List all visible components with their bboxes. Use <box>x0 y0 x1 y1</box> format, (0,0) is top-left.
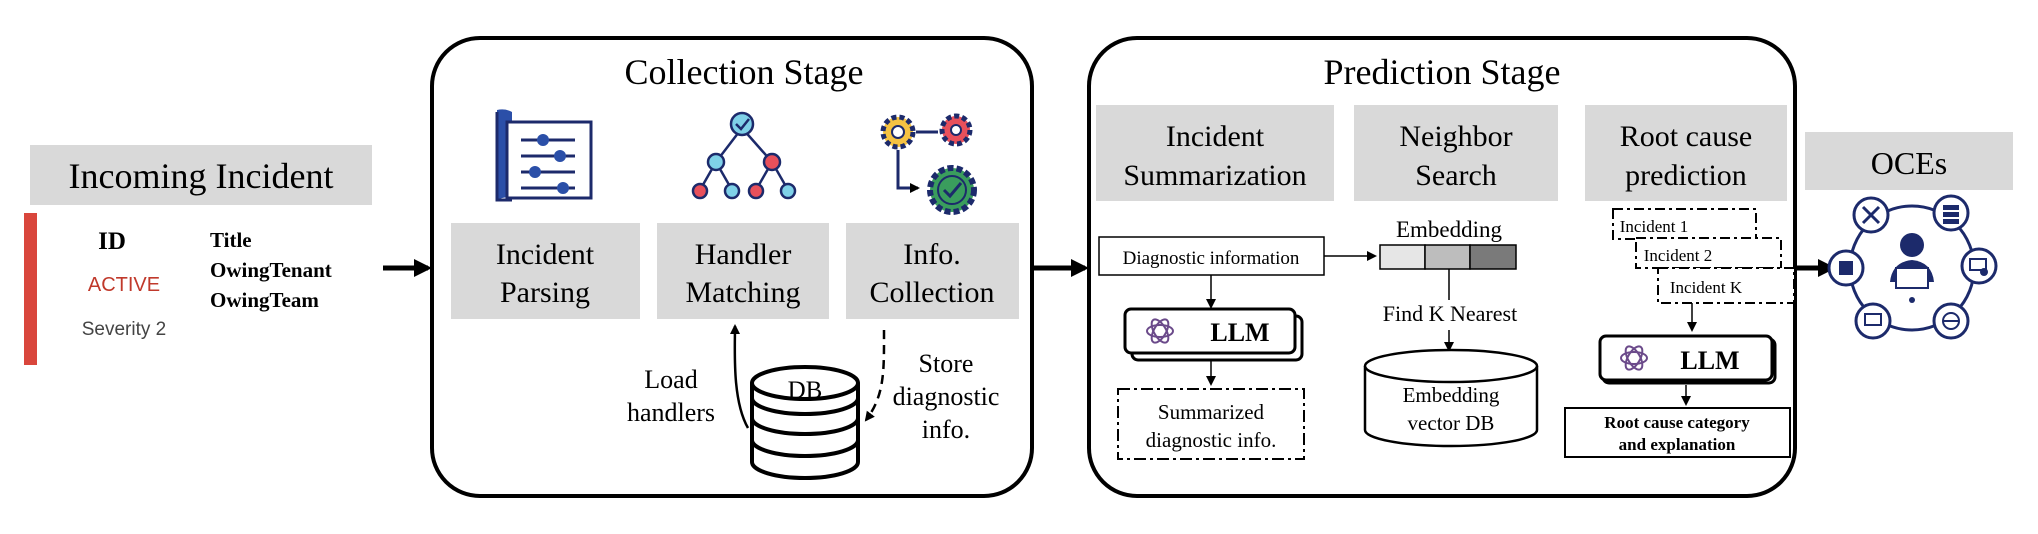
collection-stage-panel: Collection Stage <box>430 36 1034 498</box>
vector-db-line1: Embedding <box>1403 383 1500 407</box>
step-info-collection <box>846 223 1019 319</box>
find-k-nearest-label: Find K Nearest <box>1383 301 1517 326</box>
diagnostic-information-box <box>1098 236 1325 276</box>
step-incident-parsing-line2: Parsing <box>500 276 590 309</box>
load-handlers-arrow <box>729 324 750 429</box>
step-info-collection-line2: Collection <box>870 276 995 309</box>
oces-title: OCEs <box>1871 145 1947 181</box>
column-root-cause-prediction <box>1585 105 1787 201</box>
oces-header <box>1805 132 2013 190</box>
incident-card-k <box>1657 267 1795 304</box>
llm-box-summarization: LLM <box>1123 307 1304 362</box>
column-neighbor-search <box>1354 105 1558 201</box>
incoming-incident-header <box>30 145 372 205</box>
column-incident-summarization-line1: Incident <box>1166 120 1265 153</box>
step-info-collection-line1: Info. <box>903 238 960 271</box>
find-label-bg <box>1380 300 1520 330</box>
llm-label-root-cause: LLM <box>1680 346 1739 375</box>
collection-stage-title: Collection Stage <box>625 52 864 92</box>
incoming-incident-title: Incoming Incident <box>69 156 334 196</box>
step-incident-parsing-line1: Incident <box>496 238 595 271</box>
severity-label: Severity 2 <box>82 319 166 340</box>
incident-id-label: ID <box>98 228 126 255</box>
tree-network-icon <box>691 111 797 200</box>
column-root-cause-prediction-line2: prediction <box>1625 159 1747 192</box>
field-title: Title <box>210 228 252 252</box>
root-cause-line2: and explanation <box>1619 435 1736 454</box>
collection-stage-frame <box>430 36 1034 498</box>
summarized-line2: diagnostic info. <box>1146 428 1277 452</box>
incident-card-1 <box>1612 208 1757 240</box>
incident-card-1-label: Incident 1 <box>1620 217 1688 236</box>
incident-card-2 <box>1635 237 1782 269</box>
database-icon <box>750 365 860 480</box>
prediction-stage-frame <box>1087 36 1797 498</box>
openai-logo-icon <box>1146 318 1174 344</box>
load-label-line1: Load <box>644 365 697 394</box>
load-label-line2: handlers <box>627 398 715 427</box>
prediction-stage-panel: Prediction Stage Incident Summarization … <box>1087 36 1797 498</box>
step-handler-matching-line1: Handler <box>695 238 792 271</box>
embedding-vector <box>1379 244 1517 270</box>
step-incident-parsing <box>451 223 640 319</box>
status-badge: ACTIVE <box>88 274 160 296</box>
incident-card-k-label: Incident K <box>1670 278 1743 297</box>
root-cause-output-box <box>1564 407 1791 458</box>
root-cause-line1: Root cause category <box>1604 413 1750 432</box>
store-label-line2: diagnostic <box>893 382 1000 411</box>
llm-box-root-cause: LLM <box>1598 334 1777 385</box>
llm-label-summarization: LLM <box>1210 318 1269 347</box>
incoming-incident-panel: Incoming Incident ID ACTIVE Severity 2 T… <box>24 145 372 365</box>
db-label: DB <box>788 377 823 404</box>
document-parse-icon <box>495 109 593 202</box>
column-neighbor-search-line2: Search <box>1415 159 1497 192</box>
openai-logo-icon <box>1620 345 1648 371</box>
engineer-team-icon <box>1827 194 1998 340</box>
field-owing-team: OwingTeam <box>210 288 319 312</box>
incident-card-2-label: Incident 2 <box>1644 246 1712 265</box>
severity-accent-bar <box>24 213 37 365</box>
column-incident-summarization-line2: Summarization <box>1123 159 1306 192</box>
embedding-label: Embedding <box>1396 217 1503 242</box>
summarized-line1: Summarized <box>1158 400 1265 424</box>
column-root-cause-prediction-line1: Root cause <box>1620 120 1752 153</box>
diagnostic-information-label: Diagnostic information <box>1123 248 1300 269</box>
prediction-stage-title: Prediction Stage <box>1324 52 1561 92</box>
step-handler-matching-line2: Matching <box>686 276 801 309</box>
gears-check-icon <box>880 113 977 215</box>
field-owing-tenant: OwingTenant <box>210 258 332 282</box>
vector-db-icon <box>1363 348 1539 448</box>
store-label-line1: Store <box>919 349 974 378</box>
incident-stack: Incident 1 Incident 2 Incident K <box>1612 208 1795 304</box>
summarized-info-box <box>1117 388 1305 460</box>
vector-db-line2: vector DB <box>1408 411 1495 435</box>
store-info-arrow <box>864 329 886 422</box>
step-handler-matching <box>657 223 829 319</box>
oces-panel: OCEs <box>1805 132 2013 340</box>
store-label-line3: info. <box>922 415 970 444</box>
column-incident-summarization <box>1096 105 1334 201</box>
column-neighbor-search-line1: Neighbor <box>1399 120 1512 153</box>
